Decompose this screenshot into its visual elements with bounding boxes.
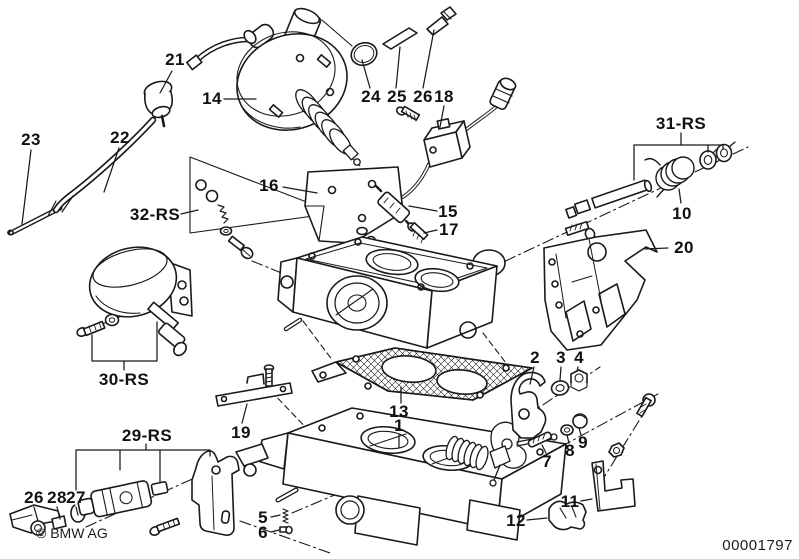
part-label-16[interactable]: 16 <box>259 176 279 195</box>
part-label-3[interactable]: 3 <box>556 348 566 367</box>
spring-31rs <box>644 156 695 198</box>
blade-25 <box>382 27 418 50</box>
solenoid-29rs <box>77 480 181 536</box>
gasket-13 <box>311 347 533 401</box>
screw-17 <box>407 221 429 244</box>
cap-9 <box>572 413 588 429</box>
leader-lines <box>21 29 724 533</box>
part-label-26-bottom[interactable]: 26 <box>24 488 44 507</box>
drawing-number: 00001797 <box>722 537 793 554</box>
part-label-27[interactable]: 27 <box>66 488 86 507</box>
tube-23 <box>7 205 63 236</box>
part-label-21[interactable]: 21 <box>165 50 185 69</box>
part-label-7[interactable]: 7 <box>542 452 552 471</box>
screw-washer-30rs <box>76 313 120 337</box>
part-label-18[interactable]: 18 <box>434 87 454 106</box>
part-label-19[interactable]: 19 <box>231 423 251 442</box>
bracket-11 <box>591 460 636 512</box>
part-label-32-rs[interactable]: 32-RS <box>129 205 181 224</box>
part-label-5[interactable]: 5 <box>258 508 268 527</box>
bracket-19 <box>215 373 293 407</box>
part-label-20[interactable]: 20 <box>674 238 694 257</box>
spring-5 <box>282 508 289 524</box>
nut-4 <box>570 369 588 392</box>
part-label-25[interactable]: 25 <box>387 87 407 106</box>
clip-12 <box>548 500 587 531</box>
washer-8 <box>560 424 574 436</box>
part-label-10[interactable]: 10 <box>672 204 692 223</box>
spring-bellows-14 <box>295 89 361 166</box>
fork-lever <box>9 504 62 534</box>
screw-above-18 <box>395 105 421 122</box>
part-label-2[interactable]: 2 <box>530 348 540 367</box>
part-label-17[interactable]: 17 <box>439 220 459 239</box>
part-label-9[interactable]: 9 <box>578 433 588 452</box>
part-label-11[interactable]: 11 <box>560 492 580 511</box>
bolt-19 <box>263 364 275 387</box>
part-label-30-rs[interactable]: 30-RS <box>98 370 150 389</box>
part-label-12[interactable]: 12 <box>506 511 526 530</box>
check-valve-21 <box>143 80 173 128</box>
washers-31rs <box>699 141 736 170</box>
rod-10 <box>565 179 653 219</box>
pin-7 <box>527 431 552 448</box>
part-label-31-rs[interactable]: 31-RS <box>655 114 707 133</box>
washer-3 <box>550 380 570 396</box>
nut-26-bottom <box>30 520 46 536</box>
screw-11-area <box>608 393 656 458</box>
part-label-4[interactable]: 4 <box>574 348 584 367</box>
part-label-1[interactable]: 1 <box>394 416 404 435</box>
screw-6 <box>279 525 293 535</box>
part-label-28[interactable]: 28 <box>47 488 67 507</box>
part-label-22[interactable]: 22 <box>110 128 130 147</box>
lever-2 <box>510 371 547 439</box>
connector-plug <box>489 77 517 110</box>
parts-32rs <box>195 179 254 260</box>
part-label-6[interactable]: 6 <box>258 523 268 542</box>
carburetor-upper-body <box>277 236 506 349</box>
part-label-8[interactable]: 8 <box>565 441 575 460</box>
part-label-14[interactable]: 14 <box>202 89 222 108</box>
bracket-20 <box>543 229 658 351</box>
bracket-29rs <box>191 450 240 536</box>
valve-18 <box>423 118 471 168</box>
bolt-26-top <box>426 6 457 36</box>
diaphragm-30rs <box>88 246 193 357</box>
part-label-15[interactable]: 15 <box>438 202 458 221</box>
part-label-23[interactable]: 23 <box>21 130 41 149</box>
vacuum-unit-14 <box>236 7 348 131</box>
part-label-24[interactable]: 24 <box>361 87 381 106</box>
part-label-26-top[interactable]: 26 <box>413 87 433 106</box>
hose-22 <box>47 36 261 217</box>
part-label-29-rs[interactable]: 29-RS <box>121 426 173 445</box>
part-label-13[interactable]: 13 <box>389 402 409 421</box>
oring-24 <box>350 41 378 67</box>
copyright-notice: © BMW AG <box>36 525 108 541</box>
